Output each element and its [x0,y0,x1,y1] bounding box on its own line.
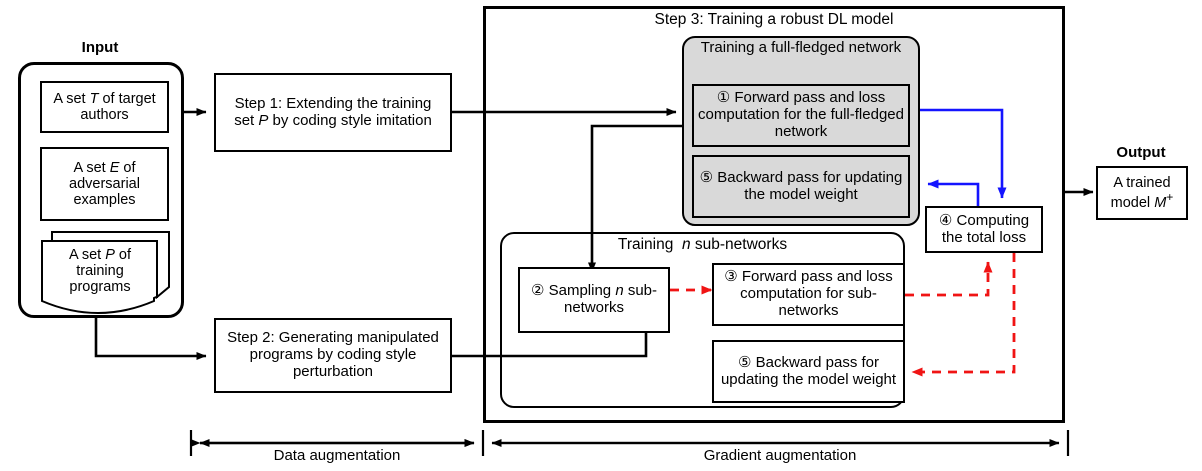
node-5b-label: ⑤ Backward pass for updating the model w… [720,353,897,388]
subnetworks-title: Training n sub-networks [500,236,905,253]
input-item-adversarial-examples: A set E of adversarial examples [40,147,169,221]
output-label: A trained model M+ [1110,174,1175,211]
arrow-node1-to-node2 [588,124,682,273]
step2-label: Step 2: Generating manipulated programs … [227,329,444,380]
node-3-label: ③ Forward pass and loss computation for … [724,268,897,319]
document-stack-icon [41,231,170,314]
fullfledged-title: Training a full-fledged network [684,39,918,57]
bottom-measure-bars [189,430,1070,456]
input-item-label: A set E of adversarial examples [69,159,144,209]
bottom-label-data-augmentation: Data augmentation [273,447,401,464]
input-item-training-programs: A set P of training programs [38,229,172,314]
subnetworks-title-text: Training n sub-networks [617,236,788,253]
input-item-target-authors: A set T of target authors [40,81,169,133]
step1-label: Step 1: Extending the training set P by … [234,94,436,129]
arrow-node1-to-node4 [920,108,1007,199]
output-title: Output [1116,144,1166,161]
output-box: A trained model M+ [1096,166,1188,220]
arrow-programs-to-step2 [94,300,207,360]
node-2-sampling: ② Sampling n sub-networks [518,267,670,333]
node-3-forward-pass-sub: ③ Forward pass and loss computation for … [712,263,905,326]
node-2-label: ② Sampling n sub-networks [530,282,658,316]
node-5a-backward-pass-full: ⑤ Backward pass for updating the model w… [692,155,910,218]
node-1-forward-pass-full: ① Forward pass and loss computation for … [692,84,910,147]
input-item-label: A set T of target authors [53,90,160,123]
arrow-node4-to-node5b [911,253,1016,377]
fullfledged-title-text: Training a full-fledged network [700,39,902,56]
step3-container [483,6,1065,423]
step1-box: Step 1: Extending the training set P by … [214,73,452,152]
input-item-label: A set P of training programs [68,247,136,296]
node-5b-backward-pass-sub: ⑤ Backward pass for updating the model w… [712,340,905,403]
arrow-node3-to-node4 [905,261,993,297]
step2-box: Step 2: Generating manipulated programs … [214,318,452,393]
node-4-total-loss: ④ Computing the total loss [925,206,1043,253]
node-1-label: ① Forward pass and loss computation for … [698,89,909,140]
step3-title: Step 3: Training a robust DL model [654,11,894,28]
input-title: Input [81,39,119,56]
node-4-label: ④ Computing the total loss [938,211,1034,246]
node-5a-label: ⑤ Backward pass for updating the model w… [699,168,907,203]
bottom-label-gradient-augmentation: Gradient augmentation [703,447,857,464]
